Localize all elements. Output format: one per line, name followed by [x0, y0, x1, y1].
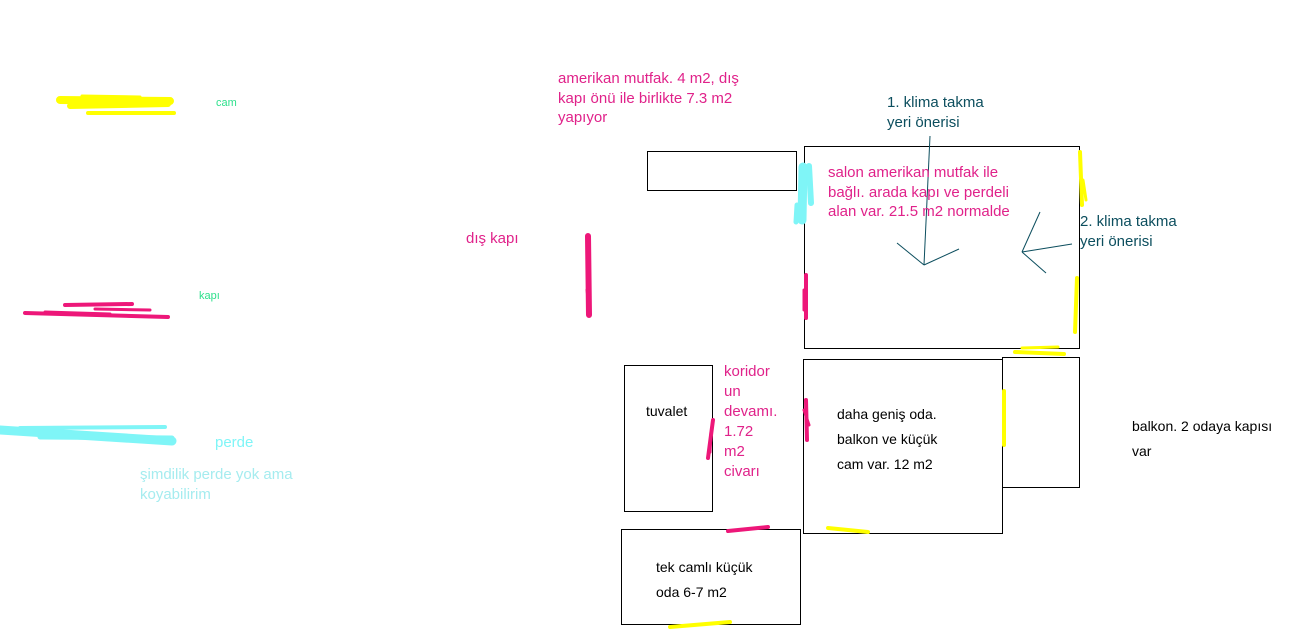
bedroom-large-line1: daha geniş oda.: [837, 406, 937, 422]
bedroom-small-line2: oda 6-7 m2: [656, 584, 727, 600]
ac2-arrow: [1021, 243, 1073, 253]
balcony-label: balkon. 2 odaya kapısı var: [1132, 414, 1272, 464]
balcony-line2: var: [1132, 443, 1152, 459]
toilet-rect: [624, 365, 713, 512]
salon-window-top: [1078, 150, 1084, 207]
corridor-note: koridor un devamı. 1.72 m2 civarı: [724, 362, 777, 482]
bedroom-large-line3: cam var. 12 m2: [837, 456, 933, 472]
salon-note-line2: bağlı. arada kapı ve perdeli: [828, 183, 1009, 201]
bedroom-small-label: tek camlı küçük oda 6-7 m2: [656, 555, 752, 605]
legend-perde-note-line2: koyabilirim: [140, 485, 211, 503]
kitchen-counter-rect: [647, 151, 797, 191]
ac1-note-line2: yeri önerisi: [887, 113, 960, 131]
ac1-note-line1: 1. klima takma: [887, 94, 984, 111]
bedroom-large-label: daha geniş oda. balkon ve küçük cam var.…: [837, 402, 937, 477]
balcony-door-top: [1013, 350, 1066, 356]
legend-perde-label: perde: [215, 434, 254, 451]
bedroom-small-door-mark: [726, 525, 770, 533]
kitchen-note-line3: yapıyor: [558, 109, 608, 126]
bedroom-large-line2: balkon ve küçük: [837, 431, 938, 447]
toilet-label: tuvalet: [646, 403, 688, 419]
outer-door-label: dış kapı: [466, 230, 519, 247]
legend-perde-note-line1: şimdilik perde yok ama: [140, 466, 293, 483]
legend-cam-swatch: [56, 94, 176, 115]
salon-rect: [804, 146, 1080, 349]
ac1-note: 1. klima takma yeri önerisi: [887, 93, 984, 132]
legend-kapi-label: kapı: [199, 290, 220, 302]
salon-note-line3: alan var. 21.5 m2 normalde: [828, 203, 1010, 220]
corridor-note-line5: m2: [724, 443, 745, 460]
ac2-note-line2: yeri önerisi: [1080, 232, 1153, 250]
kitchen-note: amerikan mutfak. 4 m2, dış kapı önü ile …: [558, 69, 739, 128]
balcony-rect: [1002, 357, 1080, 488]
ac2-note: 2. klima takma yeri önerisi: [1080, 212, 1177, 251]
bedroom-small-line1: tek camlı küçük: [656, 559, 753, 575]
door-marks: [585, 233, 811, 533]
curtain-mark: [793, 162, 814, 225]
kitchen-note-line2: kapı önü ile birlikte 7.3 m2: [558, 89, 733, 107]
corridor-note-line6: civarı: [724, 463, 760, 480]
salon-note: salon amerikan mutfak ile bağlı. arada k…: [828, 163, 1010, 222]
corridor-note-line4: 1.72: [724, 423, 754, 440]
corridor-note-line3: devamı.: [724, 403, 778, 420]
legend-cam-label: cam: [216, 97, 237, 109]
balcony-line1: balkon. 2 odaya kapısı: [1132, 418, 1273, 434]
bedroom-large-window: [826, 526, 870, 534]
ac2-note-line1: 2. klima takma: [1080, 213, 1177, 230]
ac1-arrow: [923, 135, 931, 266]
legend-kapi-swatch: [23, 302, 170, 319]
ac-arrows: [896, 135, 1073, 274]
corridor-note-line2: un: [724, 383, 741, 400]
bedroom-small-window: [668, 620, 732, 629]
legend-perde-swatch: [0, 425, 177, 446]
salon-note-line1: salon amerikan mutfak ile: [828, 164, 999, 181]
legend-perde-note: şimdilik perde yok ama koyabilirim: [140, 465, 293, 504]
salon-window-bottom: [1073, 276, 1079, 334]
window-marks: [668, 150, 1088, 629]
kitchen-note-line1: amerikan mutfak. 4 m2, dış: [558, 70, 739, 87]
corridor-note-line1: koridor: [724, 363, 770, 380]
